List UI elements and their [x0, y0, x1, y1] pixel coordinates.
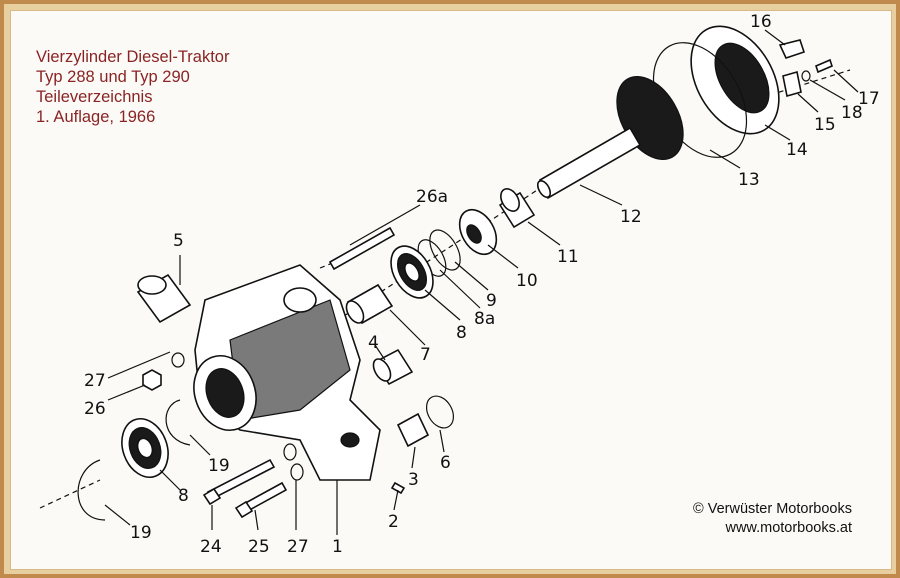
bushing-top: [137, 275, 167, 295]
bearing-inner: [403, 262, 421, 282]
part-label-27-top: 27: [84, 371, 106, 391]
title-line-2: Typ 288 und Typ 290: [36, 68, 190, 86]
housing-port: [340, 432, 360, 448]
title-line-4: 1. Auflage, 1966: [36, 108, 156, 126]
part-label-26: 26: [84, 399, 106, 419]
shaft-end: [536, 180, 552, 198]
circlip-19-left: [77, 459, 106, 521]
title-line-1: Vierzylinder Diesel-Traktor: [36, 48, 230, 66]
stud-26a: [328, 226, 396, 271]
part-label-27-bottom: 27: [287, 537, 309, 557]
part-label-1: 1: [332, 537, 343, 557]
part-label-8-top: 8: [456, 323, 467, 343]
part-label-5: 5: [173, 231, 184, 251]
bearing-inner: [136, 437, 154, 459]
copyright-line: © Verwüster Motorbooks: [693, 501, 852, 517]
part-label-18: 18: [841, 103, 863, 123]
part-label-16: 16: [750, 12, 772, 32]
part-label-6: 6: [440, 453, 451, 473]
washer-18: [801, 70, 811, 82]
washer-27-bottom-b: [290, 463, 304, 481]
nut-26: [142, 369, 162, 391]
bushing-7: [345, 283, 394, 325]
website-line: www.motorbooks.at: [725, 520, 852, 536]
ball-bearing-8-top: [390, 245, 434, 299]
bushing-3: [396, 412, 430, 448]
housing-bore-inner: [205, 368, 245, 418]
part-label-24: 24: [200, 537, 222, 557]
bolt-head: [202, 487, 222, 506]
part-label-3: 3: [408, 470, 419, 490]
pump-housing-1: [193, 264, 381, 481]
clip-16: [778, 39, 806, 59]
bushing-5: [136, 273, 192, 324]
title-line-3: Teileverzeichnis: [36, 88, 153, 106]
snap-ring-9: [429, 229, 461, 271]
part-label-19-left: 19: [130, 523, 152, 543]
washer-27-bottom-a: [283, 443, 297, 461]
o-ring-6: [425, 395, 455, 429]
part-label-26a: 26a: [416, 187, 448, 207]
bushing-4: [372, 348, 414, 386]
bushing-end: [345, 300, 365, 324]
bolt-head: [234, 500, 254, 519]
part-label-15: 15: [814, 115, 836, 135]
part-label-7: 7: [420, 345, 431, 365]
copyright-block: © Verwüster Motorbooks www.motorbooks.at: [693, 500, 852, 538]
bearing-bore: [466, 224, 482, 244]
housing-boss: [283, 287, 317, 313]
bearing-10: [458, 208, 498, 256]
part-label-13: 13: [738, 170, 760, 190]
cover-disc-part: [652, 25, 780, 158]
shaft: [538, 126, 642, 200]
bushing-body: [396, 412, 430, 448]
part-label-4: 4: [368, 333, 379, 353]
bushing-end: [372, 358, 392, 382]
part-label-9: 9: [486, 291, 497, 311]
part-label-12: 12: [620, 207, 642, 227]
part-label-8a: 8a: [474, 309, 495, 329]
washer-27-top: [171, 352, 185, 368]
cover-disc-face: [714, 42, 770, 114]
sleeve-end: [500, 188, 520, 212]
impeller-shaft-part: [536, 75, 684, 200]
part-label-14: 14: [786, 140, 808, 160]
ball-bearing-8-bottom: [121, 418, 169, 478]
title-block: Vierzylinder Diesel-Traktor Typ 288 und …: [36, 47, 229, 127]
screw-17: [815, 58, 833, 74]
part-label-11: 11: [557, 247, 579, 267]
leader-lines: [104, 29, 859, 535]
sleeve-11: [498, 188, 536, 229]
part-label-2: 2: [388, 512, 399, 532]
part-label-17: 17: [858, 89, 880, 109]
part-label-19-right: 19: [208, 456, 230, 476]
bracket-15: [782, 70, 802, 98]
bolt-24: [202, 458, 276, 506]
circlip-19-right: [165, 399, 191, 446]
pin-2: [390, 481, 406, 495]
part-label-8-bottom: 8: [178, 486, 189, 506]
part-label-10: 10: [516, 271, 538, 291]
bolt-25: [234, 481, 288, 519]
part-label-25: 25: [248, 537, 270, 557]
